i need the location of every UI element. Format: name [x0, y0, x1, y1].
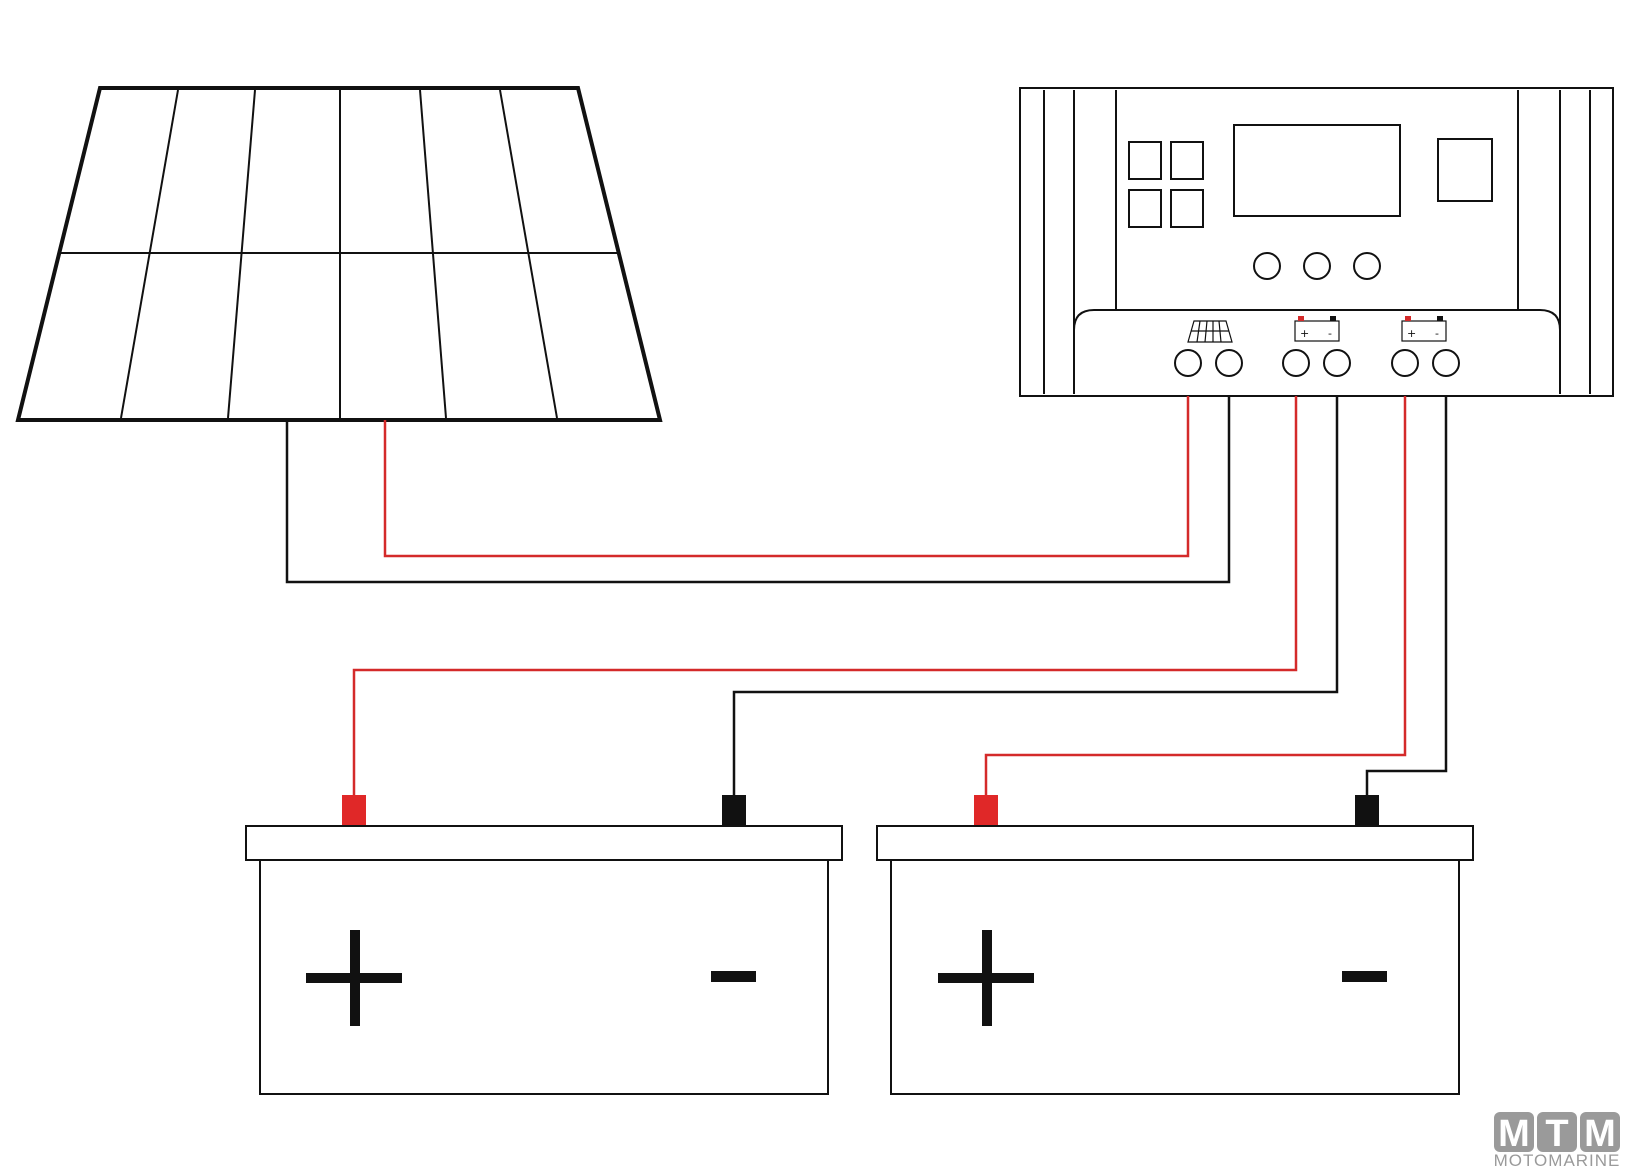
logo-letter-3: M — [1584, 1113, 1616, 1155]
status-led — [1303, 252, 1331, 280]
battery-2-negative-post — [1355, 795, 1379, 826]
controller-button — [1128, 141, 1162, 180]
battery-1-positive-wire — [352, 396, 1298, 797]
controller-button — [1170, 141, 1204, 180]
battery-2-lid — [876, 825, 1474, 861]
battery-2-icon-minus: - — [1435, 327, 1439, 340]
solar-panel-cell-dividers — [120, 89, 558, 419]
battery-1-positive-post — [342, 795, 366, 826]
battery-1-icon-plus: + — [1300, 327, 1309, 340]
battery-2-negative-wire — [1365, 396, 1448, 797]
logo-letter-1: M — [1498, 1113, 1530, 1155]
controller-buttons — [1128, 141, 1204, 228]
battery-1-positive-terminal — [1282, 349, 1310, 377]
wires — [285, 396, 1448, 797]
logo-letter-2: T — [1545, 1113, 1568, 1155]
battery-2-minus-text: - — [0, 0, 1, 1]
solar-input-icon — [1187, 320, 1233, 343]
status-led — [1353, 252, 1381, 280]
battery-2-positive-wire — [984, 396, 1407, 797]
battery-1-body — [259, 859, 829, 1095]
controller-terminal-block — [1073, 309, 1561, 394]
controller-indicator-square — [1437, 138, 1493, 202]
solar-negative-terminal — [1215, 349, 1243, 377]
controller-terminals — [1174, 349, 1460, 377]
solar-panel — [15, 86, 663, 422]
battery-1-minus-sign: - — [0, 0, 756, 982]
solar-negative-wire — [285, 396, 1231, 584]
motomarine-logo: M T M MOTOMARINE — [1494, 1112, 1621, 1170]
battery-2-output-icon: + - — [1401, 316, 1447, 342]
status-led — [1253, 252, 1281, 280]
controller-lcd-display — [1233, 124, 1401, 217]
battery-1-negative-terminal — [1323, 349, 1351, 377]
battery-1: + - — [0, 0, 843, 1095]
controller-button — [1170, 189, 1204, 228]
battery-2-positive-post — [974, 795, 998, 826]
logo-wordmark: MOTOMARINE — [1494, 1151, 1621, 1170]
battery-1-icon-minus: - — [1328, 327, 1332, 340]
battery-2-icon-plus: + — [1407, 327, 1416, 340]
battery-2-body — [890, 859, 1460, 1095]
solar-positive-terminal — [1174, 349, 1202, 377]
controller-button — [1128, 189, 1162, 228]
controller-side-rails — [1043, 90, 1591, 394]
battery-1-negative-post — [722, 795, 746, 826]
battery-2-plus-text: + — [0, 0, 1, 1]
battery-2-positive-terminal — [1391, 349, 1419, 377]
controller-body — [1019, 87, 1614, 397]
battery-1-output-icon: + - — [1294, 316, 1340, 342]
battery-2: + - — [0, 0, 1474, 1095]
battery-2-plus-sign: + — [0, 0, 1034, 1026]
battery-1-lid — [245, 825, 843, 861]
battery-1-plus-sign: + — [0, 0, 402, 1026]
battery-1-negative-wire — [732, 396, 1339, 797]
battery-2-minus-sign: - — [0, 0, 1387, 982]
battery-2-negative-terminal — [1432, 349, 1460, 377]
controller-status-leds — [1253, 252, 1381, 280]
battery-1-minus-text: - — [0, 0, 1, 1]
solar-panel-frame — [15, 86, 663, 422]
solar-positive-wire — [383, 396, 1190, 558]
battery-1-plus-text: + — [0, 0, 1, 1]
charge-controller: + - + - — [1019, 87, 1614, 397]
